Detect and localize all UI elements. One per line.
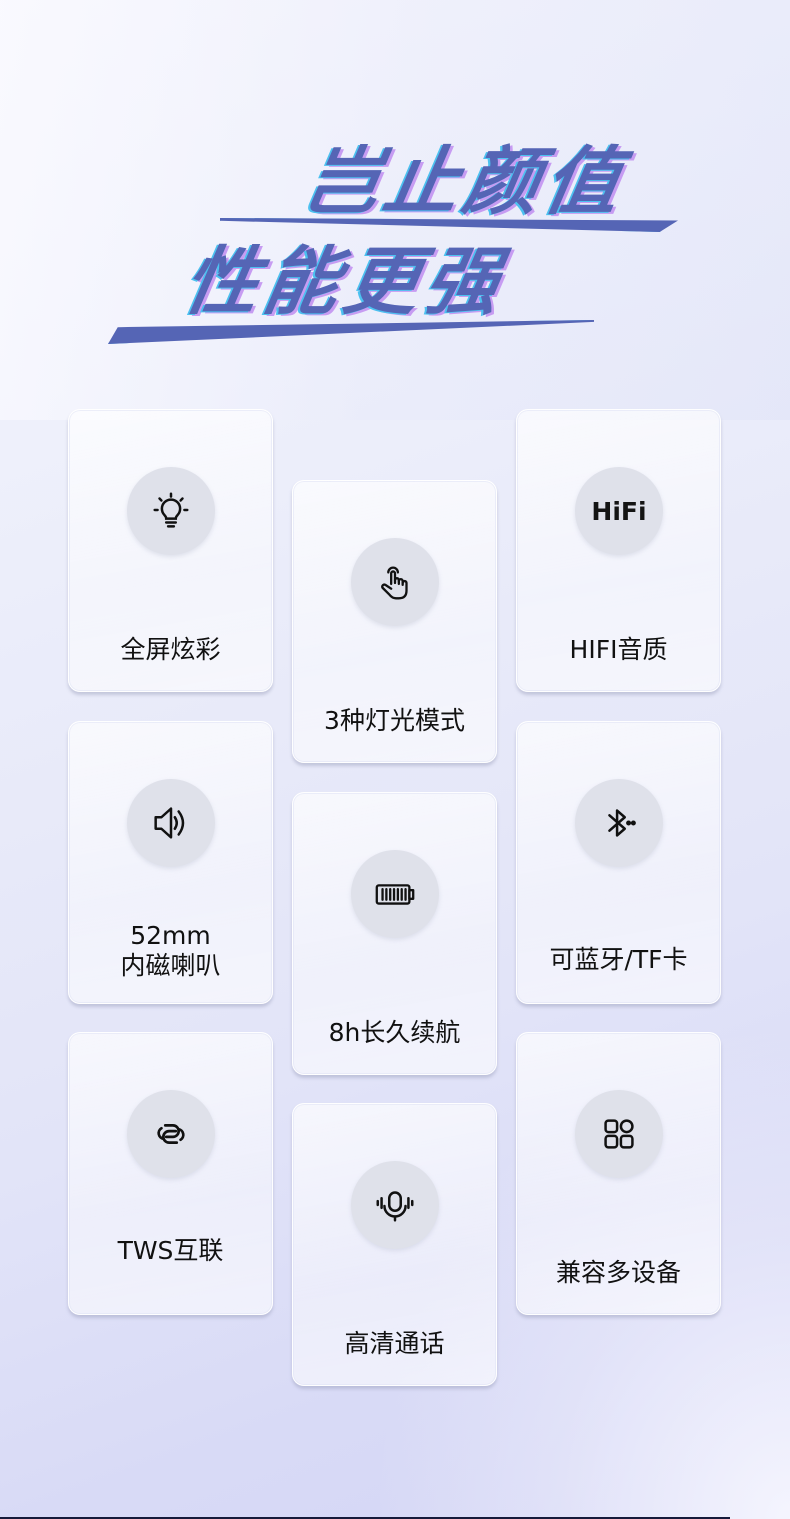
speaker-icon (127, 779, 215, 867)
feature-label-line-1: 52mm (130, 921, 211, 950)
feature-label: 8h长久续航 (328, 1018, 461, 1047)
feature-label: 52mm 内磁喇叭 (69, 921, 272, 981)
bluetooth-icon (575, 779, 663, 867)
apps-grid-icon (575, 1090, 663, 1178)
feature-label: 高清通话 (344, 1329, 445, 1358)
feature-label: 3种灯光模式 (324, 706, 465, 735)
bottom-edge-bar (0, 1517, 730, 1519)
feature-card-light-modes: 3种灯光模式 (292, 480, 497, 763)
headline-line-1: 岂止颜值 (297, 139, 633, 225)
feature-label: HIFI音质 (569, 635, 668, 664)
microphone-icon (351, 1161, 439, 1249)
feature-label: 可蓝牙/TF卡 (549, 945, 688, 974)
hand-pointer-icon (351, 538, 439, 626)
feature-card-hifi: HiFi HIFI音质 (516, 409, 721, 692)
link-icon (127, 1090, 215, 1178)
feature-card-tws: TWS互联 (68, 1032, 273, 1315)
hifi-icon-text: HiFi (591, 496, 647, 526)
feature-label: 全屏炫彩 (120, 635, 221, 664)
feature-card-battery: 8h长久续航 (292, 792, 497, 1075)
feature-card-bluetooth: 可蓝牙/TF卡 (516, 721, 721, 1004)
feature-card-speaker: 52mm 内磁喇叭 (68, 721, 273, 1004)
background-top-gradient (0, 0, 790, 420)
lightbulb-icon (127, 467, 215, 555)
feature-card-compat: 兼容多设备 (516, 1032, 721, 1315)
feature-label: TWS互联 (117, 1236, 224, 1265)
hifi-text-icon: HiFi (575, 467, 663, 555)
feature-label-line-2: 内磁喇叭 (120, 951, 221, 980)
feature-label: 兼容多设备 (555, 1258, 681, 1287)
feature-card-full-screen: 全屏炫彩 (68, 409, 273, 692)
battery-icon (351, 850, 439, 938)
feature-card-call: 高清通话 (292, 1103, 497, 1386)
headline-line-2: 性能更强 (177, 239, 513, 325)
